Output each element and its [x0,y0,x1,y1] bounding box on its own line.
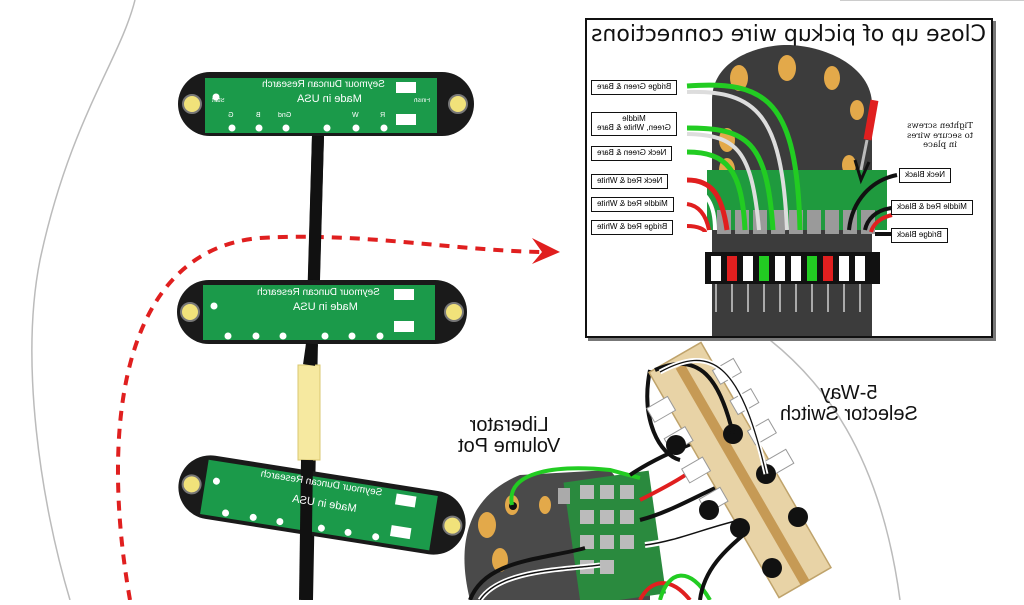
tag-neck-green-bare: Neck Green & Bare [591,146,673,161]
neck-pad-start: Start [212,98,225,104]
tag-bridge-black: Bridge Black [891,228,948,243]
dashed-arrow-path [115,234,541,601]
neck-pad-b: B [256,112,261,119]
screw-note: Tighten screws to secure wires in place [907,120,974,151]
inset-title: Close up of pickup wire connections [587,22,991,47]
tag-bridge-red-white: Bridge Red & White [591,220,674,235]
yellow-tape [297,364,321,461]
inset-title-text: Close up of pickup wire connections [591,22,987,47]
tag-middle-red-black: Middle Red & Black [891,200,973,215]
wire-closeup-inset: Close up of pickup wire connections Brid… [585,18,993,338]
tag-neck-black: Neck Black [899,168,952,183]
selector-switch-label: 5-Way Selector Switch [780,382,918,425]
neck-pad-r: R [380,112,386,119]
volume-pot [464,470,666,605]
tag-bridge-green-bare: Bridge Green & Bare [591,80,678,95]
guitar-body-outline [31,0,136,601]
tag-middle-green-white-bare: Middle Green, White & Bare [591,112,677,136]
volume-pot-label: Liberator Volume Pot [458,414,561,457]
pickup-middle [177,280,467,344]
pickup-neck [178,72,474,136]
neck-pad-w: W [352,112,359,119]
middle-brand-text: Seymour Duncan Research [257,287,380,298]
inset-drawing [686,45,898,336]
pickup-bridge [178,455,466,555]
neck-pad-g: G [228,112,234,119]
middle-madein-text: Made in USA [293,301,358,313]
tag-neck-red-white: Neck Red & White [591,174,669,189]
neck-madein-text: Made in USA [297,93,362,105]
arrow-head [532,238,560,264]
neck-pad-finish: Finish [414,98,431,104]
neck-brand-text: Seymour Duncan Research [262,79,385,90]
neck-pad-gnd: Gnd [278,112,292,119]
tag-middle-red-white: Middle Red & White [591,197,674,212]
guitar-body-outline-right [769,339,901,601]
